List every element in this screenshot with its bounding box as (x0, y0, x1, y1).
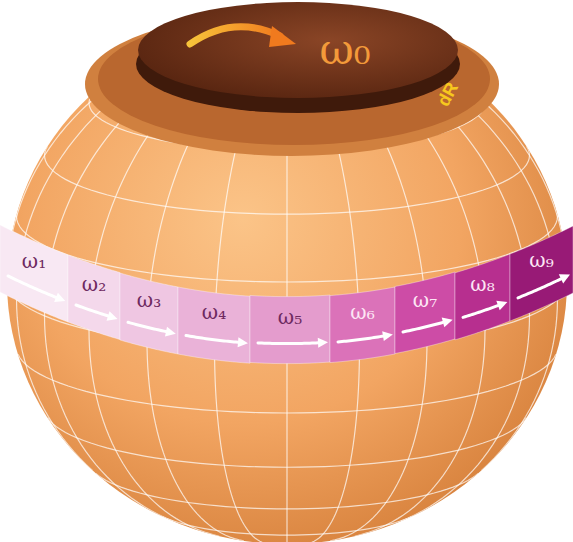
omega-label: ω₈ (470, 272, 494, 296)
flow-arrowhead (559, 274, 570, 283)
band-segment: ω₄ (178, 287, 250, 363)
grid-line (45, 146, 530, 214)
flow-arrowhead (238, 337, 248, 347)
segment-fill (455, 254, 510, 340)
flow-arrow (8, 276, 56, 297)
flow-arrow (518, 278, 561, 297)
omega-label: ω₁ (22, 249, 46, 273)
segment-fill (250, 295, 330, 364)
omega-label: ω₃ (137, 288, 161, 312)
cap-shape (138, 0, 460, 100)
segment-fill (178, 287, 250, 363)
omega-label: ω₀ (319, 25, 370, 75)
cap-top (138, 2, 458, 98)
flow-arrowhead (442, 318, 453, 328)
band-segment: ω₇ (395, 272, 455, 353)
segment-fill (68, 255, 120, 340)
flow-arrow (258, 342, 318, 346)
flow-arrowhead (165, 326, 176, 336)
grid-line (47, 418, 526, 468)
flow-arrow (403, 323, 443, 333)
flow-arrowhead (382, 331, 393, 341)
segment-shape (330, 287, 395, 363)
flow-arrowhead (107, 311, 118, 321)
rotation-arrowhead (269, 26, 296, 47)
flow-arrow (76, 305, 108, 316)
band-segment: ω₆ (330, 287, 395, 363)
band-segment: ω₂ (68, 255, 120, 340)
segment-shape (395, 272, 455, 353)
segment-fill (120, 273, 178, 354)
segment-shape (120, 273, 178, 354)
grid-line (96, 473, 478, 509)
label-holder: dR (436, 84, 460, 105)
flow-arrowhead (54, 293, 65, 302)
segment-fill (395, 272, 455, 353)
band-segment: ω₅ (250, 295, 330, 364)
band-segment: ω₁ (0, 225, 68, 322)
omega-label: ω₄ (202, 300, 226, 324)
omega-label: ω₅ (278, 305, 302, 329)
rotation-arrow (190, 27, 280, 44)
band-segment: ω₉ (510, 226, 573, 321)
grid-line (162, 517, 411, 536)
segment-shape (510, 226, 573, 321)
omega-label: ω₂ (82, 272, 106, 296)
segment-fill (330, 287, 395, 363)
omega-label: ω₉ (529, 248, 553, 272)
segment-shape (68, 255, 120, 340)
rotor-cap: ω₀ (138, 0, 460, 100)
band-segment: ω₈ (455, 254, 510, 340)
flow-arrowhead (318, 338, 328, 348)
flow-arrow (338, 336, 383, 342)
segment-shape (0, 225, 68, 322)
flow-arrow (463, 305, 498, 317)
flow-arrow (186, 335, 238, 342)
segment-fill (0, 225, 68, 322)
segment-shape (455, 254, 510, 340)
omega-label: ω₇ (413, 288, 437, 312)
segment-fill (510, 226, 573, 321)
flow-arrowhead (496, 300, 507, 309)
omega-label: ω₆ (350, 300, 374, 324)
segment-shape (178, 287, 250, 363)
flow-arrow (128, 322, 166, 331)
band-segment: ω₃ (120, 273, 178, 354)
